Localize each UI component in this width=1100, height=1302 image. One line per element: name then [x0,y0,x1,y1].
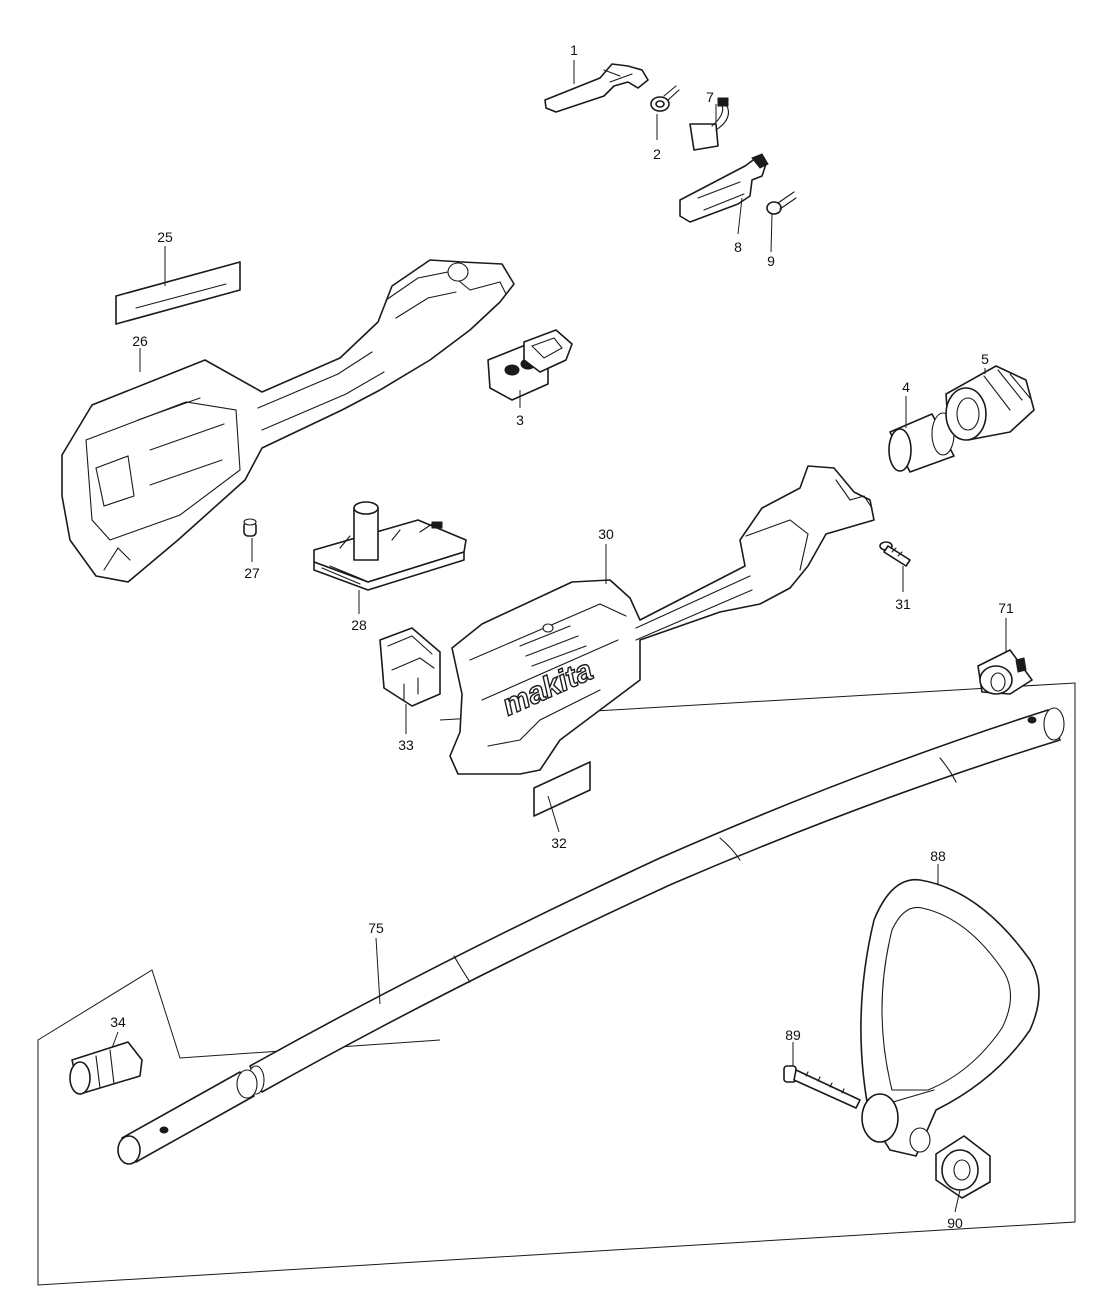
part-2-spring [650,85,680,112]
callout-31: 31 [895,596,911,612]
callout-71: 71 [998,600,1014,616]
callout-88: 88 [930,848,946,864]
part-1-trigger-lever [544,63,649,113]
part-71-collar [977,649,1033,695]
part-8-lock-off-lever [679,153,769,223]
callout-25: 25 [157,229,173,245]
leader-34 [111,1031,119,1049]
callout-32: 32 [551,835,567,851]
part-34-tube-end [69,1041,258,1165]
callout-28: 28 [351,617,367,633]
callout-3: 3 [516,412,524,428]
callout-5: 5 [981,351,989,367]
callout-33: 33 [398,737,414,753]
part-26-housing-left [61,259,515,583]
part-89-bolt [783,1065,861,1109]
leader-8 [737,197,743,235]
part-31-screw [879,541,911,567]
callout-4: 4 [902,379,910,395]
leader-9 [770,213,773,253]
part-25-label [115,261,241,325]
callout-34: 34 [110,1014,126,1030]
callout-30: 30 [598,526,614,542]
assembly-frame [37,682,1076,1286]
callout-75: 75 [368,920,384,936]
callout-27: 27 [244,565,260,581]
callout-1: 1 [570,42,578,58]
part-90-nut [935,1135,991,1199]
leader-90 [954,1189,961,1213]
part-7-switch [689,97,729,151]
callout-89: 89 [785,1027,801,1043]
callout-90: 90 [947,1215,963,1231]
leader-32 [547,795,560,833]
part-28-controller [313,501,467,591]
part-88-loop-handle [860,878,1040,1157]
part-9-spring [766,191,797,215]
part-3-switch-seal [487,329,573,401]
callout-26: 26 [132,333,148,349]
callout-7: 7 [706,89,714,105]
callout-9: 9 [767,253,775,269]
part-30-housing-right: makita [449,465,875,775]
part-27-plug [243,518,257,537]
part-5-knob [945,365,1035,441]
part-33-bracket [379,627,441,707]
callout-8: 8 [734,239,742,255]
part-32-label [533,761,591,817]
part-4-sleeve [888,412,955,473]
leader-75 [375,937,381,1005]
callout-2: 2 [653,146,661,162]
